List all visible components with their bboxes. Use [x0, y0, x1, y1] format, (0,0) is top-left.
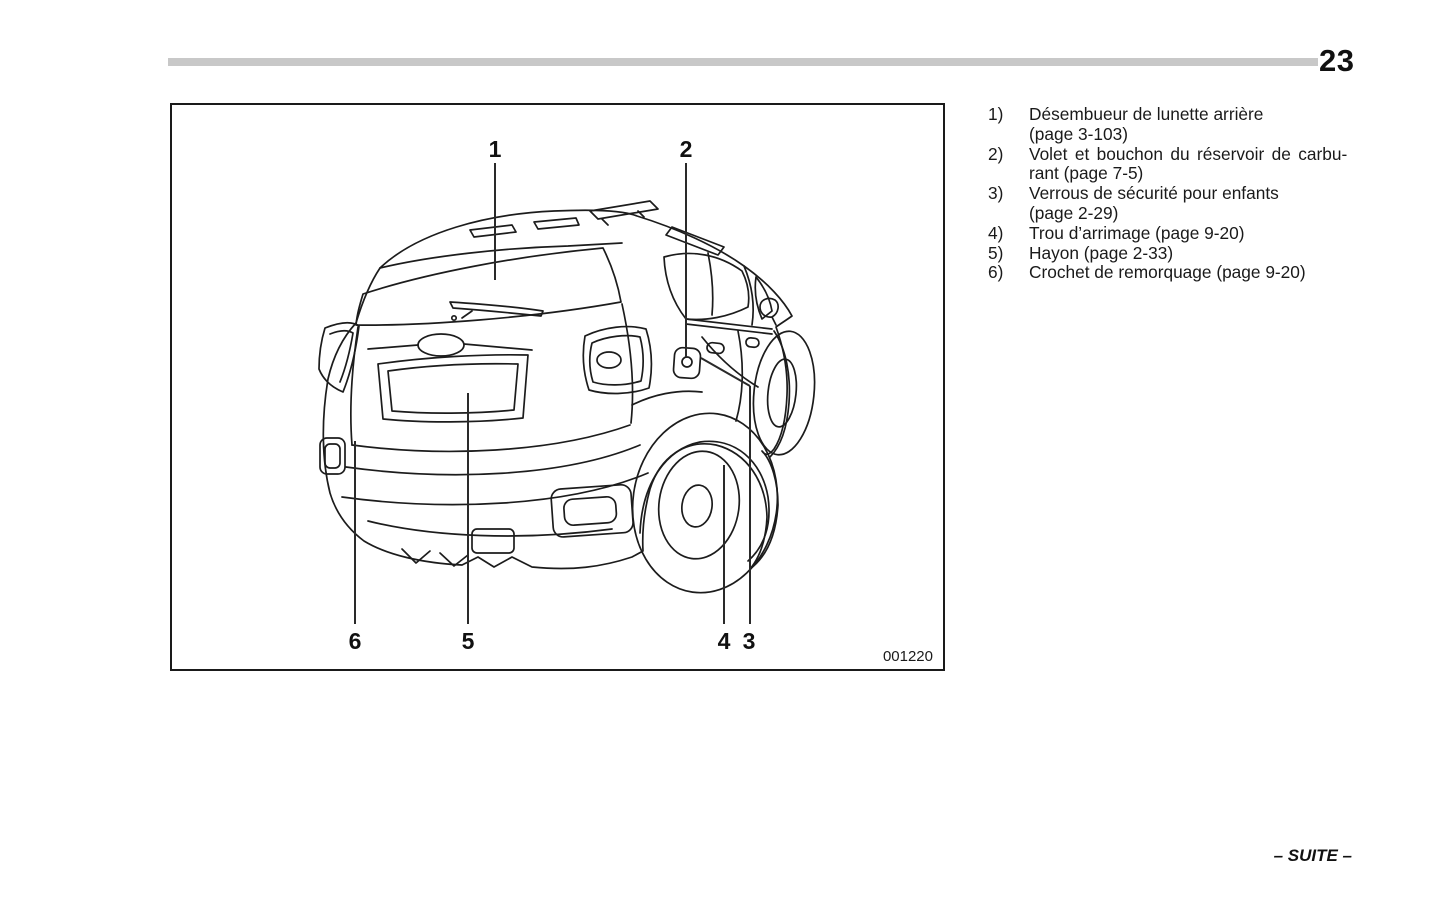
legend-item-line: Hayon (page 2-33): [1029, 242, 1174, 263]
legend-item-number: 3): [988, 183, 1004, 204]
legend-item-line: (page 3-103): [1029, 123, 1128, 144]
legend-item-line: Volet et bouchon du réservoir de carbu-: [1029, 143, 1348, 164]
callout-number-5: 5: [462, 628, 475, 654]
left-taillight: [318, 322, 360, 393]
rear-bumper: [319, 437, 634, 567]
legend-item-text: Hayon (page 2-33): [1029, 242, 1356, 264]
legend-item: 2) Volet et bouchon du réservoir de carb…: [988, 143, 1356, 185]
rear-wiper: [449, 301, 544, 322]
legend-item-number: 1): [988, 104, 1004, 124]
roof-rails: [589, 200, 725, 256]
leader-lines: [354, 163, 751, 624]
legend-item-text: Crochet de remorquage (page 9-20): [1029, 263, 1356, 283]
car-rear-diagram: 1 2 3 4 5 6 001220: [318, 136, 933, 665]
legend-item-line: (page 2-29): [1029, 202, 1119, 223]
car-body-outline: [322, 209, 793, 570]
legend-item-number: 5): [988, 242, 1004, 263]
figure-code: 001220: [883, 648, 933, 665]
legend-item: 5) Hayon (page 2-33): [988, 242, 1356, 264]
legend-item-line: Crochet de remorquage (page 9-20): [1029, 262, 1306, 283]
legend: 1) Désembueur de lunette arrière (page 3…: [988, 104, 1356, 283]
callout-number-4: 4: [718, 628, 731, 654]
side-body: [631, 318, 791, 562]
callout-number-6: 6: [349, 628, 362, 654]
legend-item-line: Verrous de sécurité pour enfants: [1029, 183, 1279, 204]
leader-line-3-diagonal: [700, 357, 751, 387]
side-glass: [663, 252, 773, 326]
callout-number-3: 3: [743, 628, 756, 654]
legend-item-text: Volet et bouchon du réservoir de carbu- …: [1029, 143, 1356, 185]
legend-item-text: Verrous de sécurité pour enfants (page 2…: [1029, 183, 1356, 224]
figure-box: 1 2 3 4 5 6 001220: [170, 103, 945, 671]
header-rule: [168, 58, 1318, 66]
callout-number-1: 1: [489, 136, 502, 162]
legend-item-number: 2): [988, 143, 1004, 164]
rear-wheel: [631, 412, 779, 594]
legend-item-number: 4): [988, 222, 1004, 243]
legend-item: 4) Trou d’arrimage (page 9-20): [988, 222, 1356, 244]
legend-item: 6) Crochet de remorquage (page 9-20): [988, 263, 1356, 283]
legend-item-text: Désembueur de lunette arrière (page 3-10…: [1029, 104, 1356, 145]
legend-item-line: rant (page 7-5): [1029, 163, 1144, 184]
legend-item-line: Trou d’arrimage (page 9-20): [1029, 222, 1245, 243]
callout-number-2: 2: [680, 136, 693, 162]
page-number: 23: [1319, 43, 1355, 78]
legend-item-line: Désembueur de lunette arrière: [1029, 104, 1264, 124]
legend-item: 3) Verrous de sécurité pour enfants (pag…: [988, 183, 1356, 224]
footer-continuation: – SUITE –: [1273, 846, 1352, 865]
rear-window: [355, 247, 622, 326]
right-taillight: [582, 325, 653, 395]
side-mirror: [759, 297, 779, 326]
roof-spoiler: [379, 217, 623, 269]
legend-item: 1) Désembueur de lunette arrière (page 3…: [988, 104, 1356, 145]
legend-item-text: Trou d’arrimage (page 9-20): [1029, 222, 1356, 244]
tailgate: [341, 303, 649, 506]
legend-item-number: 6): [988, 262, 1004, 283]
